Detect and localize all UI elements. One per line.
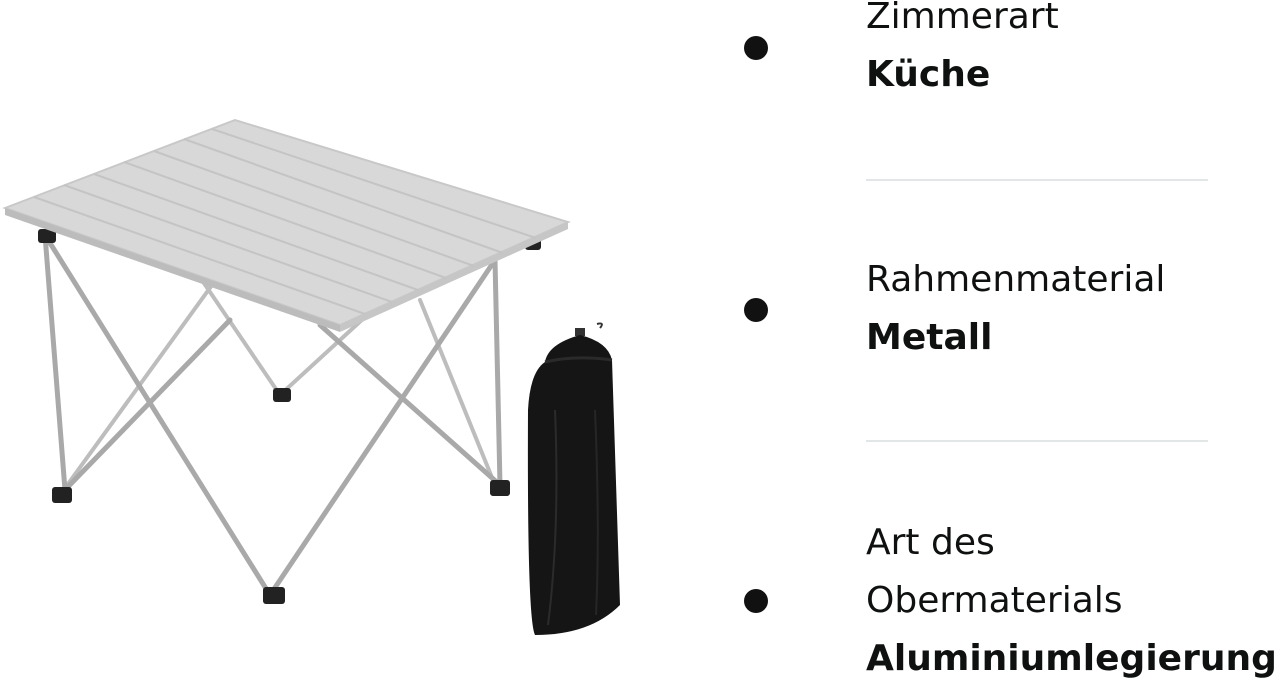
- folding-table-icon: [2, 118, 571, 604]
- bullet-icon: [744, 36, 768, 60]
- attribute-value: Küche: [866, 54, 991, 95]
- product-attributes-list: Zimmerart Küche Rahmenmaterial Metall Ar…: [740, 0, 1280, 683]
- divider: [866, 440, 1208, 442]
- attribute-label: Zimmerart: [866, 0, 1059, 37]
- bullet-icon: [744, 298, 768, 322]
- attribute-value: Aluminiumlegierung: [866, 638, 1277, 679]
- attribute-value: Metall: [866, 317, 993, 358]
- divider: [866, 179, 1208, 181]
- carry-bag-icon: [527, 322, 620, 635]
- bullet-icon: [744, 589, 768, 613]
- attribute-label-line1: Art des: [866, 522, 995, 563]
- product-image: [2, 118, 620, 635]
- attribute-label: Rahmenmaterial: [866, 259, 1166, 300]
- attribute-label-line2: Obermaterials: [866, 580, 1123, 621]
